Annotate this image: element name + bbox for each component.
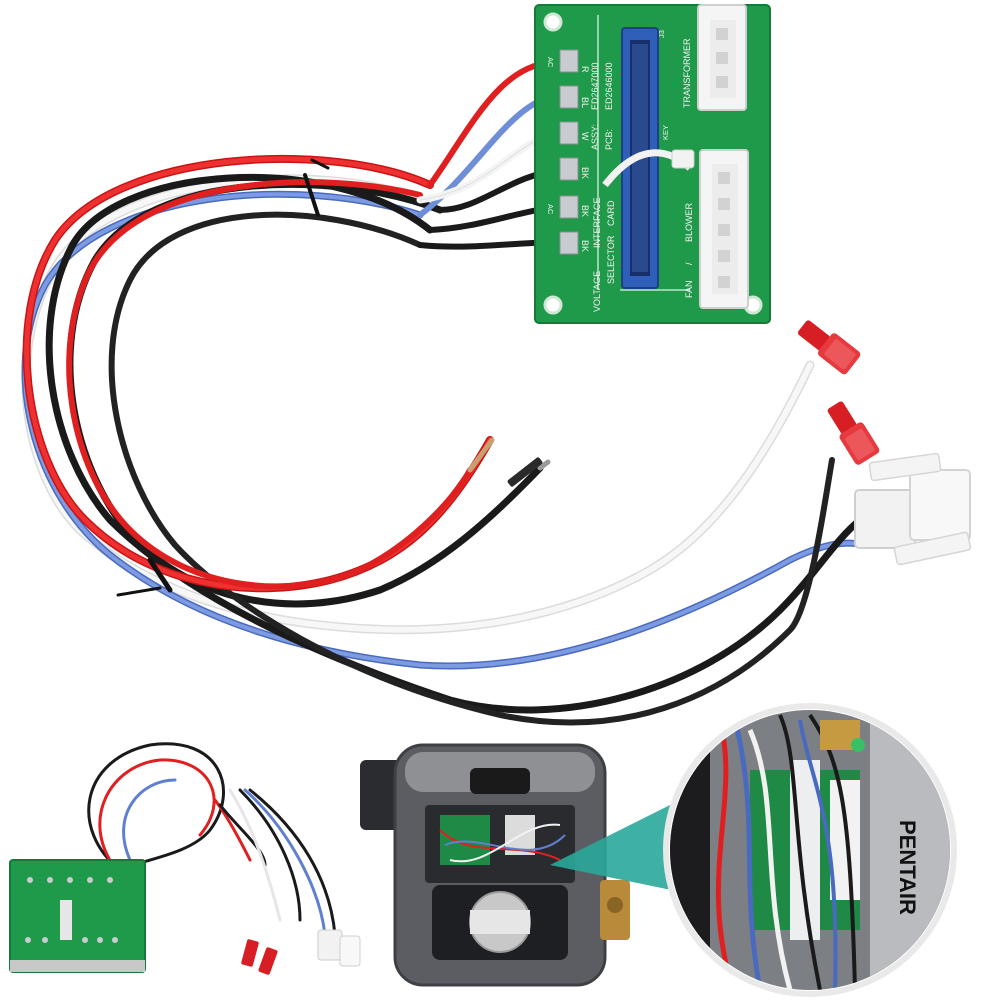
terminal-label-bk-2: BK xyxy=(580,205,590,217)
interface-circuit-board: R BL W BK BK BK AC AC ASSY: ED2647000 PC… xyxy=(534,4,771,324)
assy-label: ASSY: xyxy=(590,124,600,150)
pcb-label: PCB: xyxy=(604,129,614,150)
thumbnail-harness xyxy=(87,742,337,937)
terminal-label-w: W xyxy=(580,132,590,141)
thumbnail-pcb xyxy=(9,859,146,973)
j3-label: J3 xyxy=(657,30,666,38)
red-spade-terminal xyxy=(797,320,880,465)
terminal-block xyxy=(559,49,579,255)
terminal-label-bk-1: BK xyxy=(580,167,590,179)
voltage-label: VOLTAGE xyxy=(592,271,602,312)
terminal-label-bl: BL xyxy=(580,97,590,108)
card-label: CARD xyxy=(606,200,616,226)
blower-label: BLOWER xyxy=(684,202,694,242)
terminal-label-bk-3: BK xyxy=(580,240,590,252)
transformer-header xyxy=(697,4,747,111)
terminal-prefix-1: AC xyxy=(546,57,555,68)
fan-label: FAN xyxy=(684,280,694,298)
assy-number: ED2647000 xyxy=(590,62,600,110)
stripped-wire-ends xyxy=(467,437,551,487)
fan-blower-header xyxy=(699,149,749,309)
selector-label: SELECTOR xyxy=(606,235,616,284)
heater-brand-text: PENTAIR xyxy=(895,820,920,915)
closeup-inset: PENTAIR xyxy=(663,703,957,997)
molex-connector xyxy=(854,452,972,566)
pcb-number: ED2646000 xyxy=(604,62,614,110)
slash-label: / xyxy=(684,262,694,265)
pool-heater xyxy=(360,743,630,987)
key-label: KEY xyxy=(661,125,670,140)
interface-label: INTERFACE xyxy=(592,197,602,248)
thumbnail-terminals xyxy=(241,929,361,975)
terminal-prefix-2: AC xyxy=(546,204,555,215)
transformer-label: TRANSFORMER xyxy=(682,38,692,108)
terminal-label-r: R xyxy=(580,66,590,73)
